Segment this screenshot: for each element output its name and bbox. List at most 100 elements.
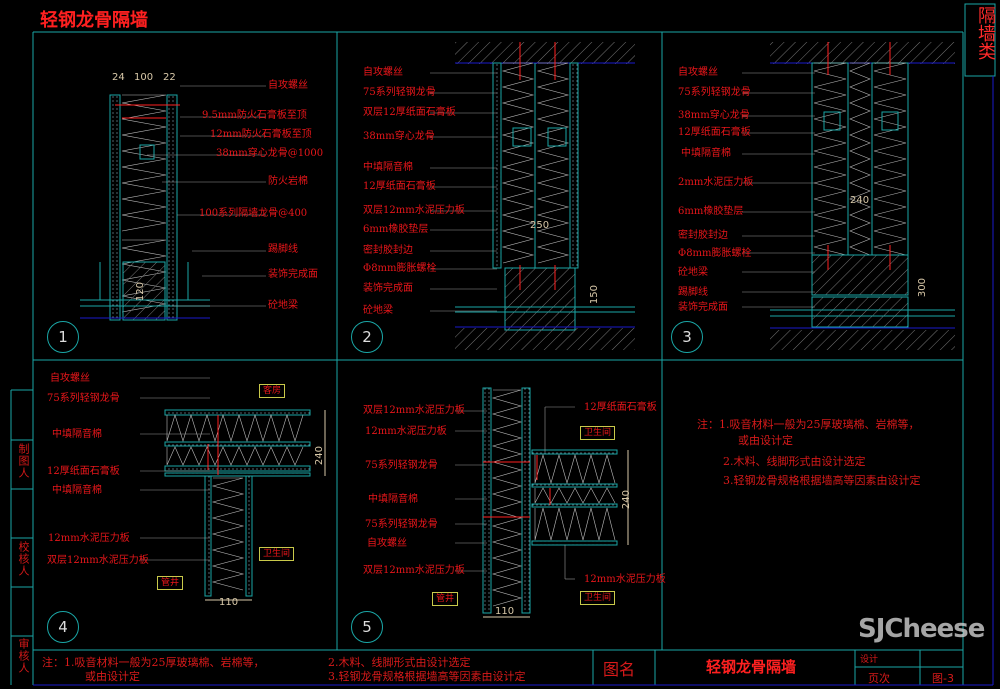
callout-label: 100系列隔墙龙骨@400 — [199, 208, 308, 219]
through-stud — [512, 127, 532, 147]
board — [531, 483, 618, 488]
callout-label: 38mm穿心龙骨 — [363, 131, 435, 142]
concrete-beam — [122, 261, 166, 321]
callout-label: 75系列轻钢龙骨 — [363, 87, 436, 98]
ceiling-slab — [770, 42, 955, 64]
title-note-1: 注：1.吸音材料一般为25厚玻璃棉、岩棉等， — [42, 656, 265, 669]
dim-100: 100 — [134, 72, 154, 83]
callout-label: 75系列轻钢龙骨 — [47, 393, 120, 404]
callout-label: 75系列轻钢龙骨 — [365, 519, 438, 530]
callout-label: 自攻螺丝 — [268, 80, 308, 91]
leader-lines — [140, 72, 815, 580]
insulation — [166, 446, 304, 466]
insulation — [534, 507, 616, 541]
callout-label: 38mm穿心龙骨 — [678, 110, 750, 121]
note-2: 2.木料、线脚形式由设计选定 — [723, 455, 866, 468]
insulation — [534, 453, 616, 485]
page-title: 轻钢龙骨隔墙 — [40, 10, 148, 31]
detail-number-2: 2 — [351, 321, 383, 353]
callout-label: 双层12mm水泥压力板 — [363, 565, 465, 576]
callout-label: 密封胶封边 — [678, 230, 728, 241]
note-1: 注：1.吸音材料一般为25厚玻璃棉、岩棉等， — [697, 418, 920, 431]
detail-number-3: 3 — [671, 321, 703, 353]
callout-label: 75系列轻钢龙骨 — [678, 87, 751, 98]
room-tag-bathroom: 卫生间 — [580, 426, 616, 440]
board — [569, 62, 579, 269]
board — [482, 387, 492, 614]
board — [164, 472, 311, 477]
page-number: 图-3 — [932, 672, 954, 685]
note-1b: 或由设计定 — [738, 434, 793, 447]
callout-label: 2mm水泥压力板 — [678, 177, 754, 188]
through-stud — [547, 127, 567, 147]
callout-label: Φ8mm膨胀螺栓 — [363, 263, 437, 274]
callout-label: 6mm橡胶垫层 — [363, 224, 429, 235]
through-stud — [823, 111, 841, 131]
callout-label: 中填隔音棉 — [363, 162, 413, 173]
dim-150: 150 — [589, 285, 600, 305]
stud-frame — [871, 62, 909, 256]
board — [166, 94, 178, 321]
callout-label: 12厚纸面石膏板 — [584, 402, 657, 413]
callout-label: 防火岩棉 — [268, 176, 308, 187]
design-label: 设计 — [860, 655, 879, 665]
insulation — [121, 94, 167, 232]
reviewer-label: 审核人 — [17, 638, 30, 674]
callout-label: 装饰完成面 — [268, 269, 318, 280]
callout-label: 12厚纸面石膏板 — [678, 127, 751, 138]
dim-110: 110 — [495, 606, 515, 617]
board — [164, 441, 311, 447]
detail-number-5: 5 — [351, 611, 383, 643]
room-tag-shaft: 管井 — [157, 576, 184, 590]
insulation — [501, 62, 535, 264]
callout-label: 中填隔音棉 — [52, 429, 102, 440]
callout-label: 中填隔音棉 — [368, 494, 418, 505]
callout-label: 75系列轻钢龙骨 — [365, 460, 438, 471]
board — [245, 475, 253, 597]
dim-110: 110 — [219, 597, 239, 608]
dim-24: 24 — [112, 72, 125, 83]
concrete-beam — [811, 296, 909, 328]
callout-label: 中填隔音棉 — [681, 148, 731, 159]
detail-number-1: 1 — [47, 321, 79, 353]
callout-label: 密封胶封边 — [363, 245, 413, 256]
insulation — [534, 487, 616, 504]
title-note-2: 2.木料、线脚形式由设计选定 — [328, 656, 471, 669]
floor-slab — [770, 330, 955, 350]
insulation — [813, 62, 847, 256]
concrete-beam — [504, 267, 576, 331]
dim-22: 22 — [163, 72, 176, 83]
callout-label: 砼地梁 — [678, 267, 708, 278]
through-stud — [139, 144, 155, 160]
callout-label: 12mm水泥压力板 — [48, 533, 130, 544]
board — [204, 475, 212, 597]
page-label: 页次 — [868, 672, 890, 685]
insulation — [536, 62, 570, 264]
note-3: 3.轻钢龙骨规格根据墙高等因素由设计定 — [723, 474, 921, 487]
room-tag-guest-room: 客房 — [259, 384, 286, 398]
callout-label: 12mm水泥压力板 — [365, 426, 447, 437]
dim-250: 250 — [530, 220, 550, 231]
board — [492, 62, 502, 269]
drafter-label: 制图人 — [17, 443, 30, 479]
callout-label: Φ8mm膨胀螺栓 — [678, 248, 752, 259]
insulation — [491, 389, 523, 607]
floor-slab — [455, 328, 635, 350]
callout-label: 12mm防火石膏板至顶 — [210, 129, 312, 140]
checker-label: 校核人 — [17, 541, 30, 577]
dim-300: 300 — [917, 278, 928, 298]
room-tag-shaft: 管井 — [432, 592, 459, 606]
callout-label: 装饰完成面 — [678, 302, 728, 313]
wall-sections — [80, 42, 955, 618]
callout-label: 自攻螺丝 — [50, 373, 90, 384]
callout-label: 中填隔音棉 — [52, 485, 102, 496]
callout-label: 自攻螺丝 — [367, 538, 407, 549]
board — [521, 387, 531, 614]
board — [531, 503, 618, 508]
callout-label: 装饰完成面 — [363, 283, 413, 294]
ceiling-slab — [455, 42, 635, 64]
callout-label: 12厚纸面石膏板 — [47, 466, 120, 477]
callout-label: 12mm水泥压力板 — [584, 574, 666, 585]
callout-label: 38mm穿心龙骨@1000 — [216, 148, 324, 159]
